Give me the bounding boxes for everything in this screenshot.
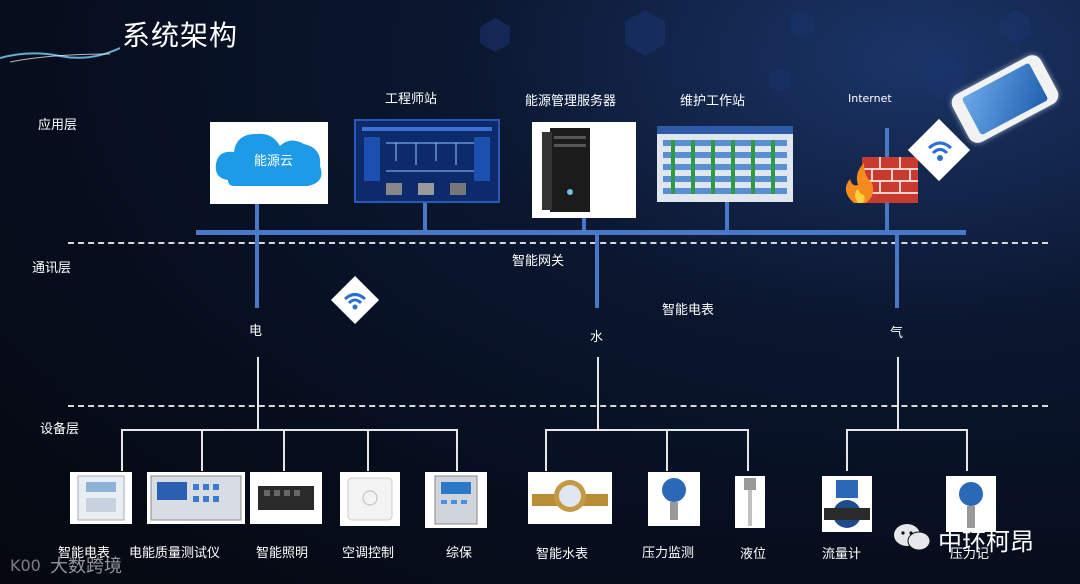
- device-label: 压力监测: [642, 546, 695, 561]
- tree-drop: [201, 429, 203, 471]
- page-title: 系统架构: [122, 19, 239, 52]
- tree-line: [545, 429, 749, 431]
- gateway-label: 智能网关: [512, 254, 565, 269]
- smart-lighting-image: [250, 472, 322, 524]
- bus-link-power: [255, 233, 259, 308]
- wifi-icon: [342, 290, 368, 312]
- branch-line: [257, 357, 259, 429]
- cloud-label: 能源云: [254, 154, 294, 169]
- device-label: 综保: [446, 546, 473, 561]
- device-label: 压力记: [950, 547, 990, 562]
- engineer-station-label: 工程师站: [385, 92, 438, 107]
- tree-line: [846, 429, 968, 431]
- server-node: [532, 122, 636, 218]
- tree-drop: [367, 429, 369, 471]
- bus-link: [582, 218, 586, 232]
- smart-meter-label: 智能电表: [662, 303, 715, 318]
- smartphone-icon: [948, 51, 1062, 147]
- bus-link-gas: [895, 233, 899, 308]
- ac-control-image: [340, 472, 400, 526]
- tree-drop: [545, 429, 547, 471]
- maint-station-screen: [657, 126, 793, 202]
- bus-link: [725, 200, 729, 232]
- device-label: 智能电表: [58, 546, 111, 561]
- layer-label-comm: 通讯层: [32, 261, 72, 276]
- tree-drop: [456, 429, 458, 471]
- server-label: 能源管理服务器: [525, 94, 617, 109]
- decor-hexagon: [625, 10, 665, 56]
- tree-line: [121, 429, 458, 431]
- flow-meter-image: [822, 476, 872, 532]
- branch-water-label: 水: [590, 330, 604, 345]
- power-quality-tester-image: [147, 472, 245, 524]
- layer-divider: [68, 405, 1048, 407]
- maint-station-label: 维护工作站: [680, 94, 746, 109]
- cloud-icon: [215, 133, 322, 186]
- internet-label: Internet: [848, 92, 892, 105]
- wechat-icon: [892, 522, 932, 552]
- device-label: 流量计: [822, 547, 862, 562]
- smart-water-meter-image: [528, 472, 612, 524]
- watermark-logo-icon: K00: [10, 553, 50, 577]
- branch-gas-label: 气: [890, 326, 904, 341]
- energy-cloud-node: 能源云: [210, 122, 328, 204]
- layer-divider: [68, 242, 1048, 244]
- tree-drop: [283, 429, 285, 471]
- device-label: 液位: [740, 547, 767, 562]
- tree-drop: [846, 429, 848, 471]
- bus-link: [255, 200, 259, 232]
- device-label: 智能照明: [256, 546, 309, 561]
- branch-line: [597, 357, 599, 429]
- watermark-left: 大数跨境: [50, 556, 122, 577]
- wifi-icon: [925, 138, 955, 164]
- watermark-right: 中环柯昂: [938, 528, 1034, 556]
- tree-drop: [747, 429, 749, 471]
- branch-power-label: 电: [249, 324, 263, 339]
- svg-text:K00: K00: [10, 556, 41, 575]
- decor-hexagon: [480, 18, 510, 52]
- tree-drop: [966, 429, 968, 471]
- network-bus: [196, 230, 966, 235]
- device-label: 电能质量测试仪: [129, 546, 221, 561]
- pressure-gauge-image: [946, 476, 996, 532]
- layer-label-device: 设备层: [40, 422, 80, 437]
- device-label: 智能水表: [536, 547, 589, 562]
- decor-hexagon: [1000, 10, 1030, 44]
- smart-electric-meter-image: [70, 472, 132, 524]
- firewall-icon: [840, 155, 920, 205]
- tree-drop: [121, 429, 123, 471]
- server-icon: [542, 128, 590, 212]
- bus-link: [423, 200, 427, 232]
- bus-link-water: [595, 233, 599, 308]
- device-label: 空调控制: [342, 546, 395, 561]
- light-streak: [0, 40, 121, 70]
- relay-protection-image: [425, 472, 487, 528]
- decor-hexagon: [770, 68, 790, 92]
- tree-drop: [666, 429, 668, 471]
- level-sensor-image: [735, 476, 765, 528]
- pressure-monitor-image: [648, 472, 700, 526]
- branch-line: [897, 357, 899, 429]
- decor-hexagon: [790, 10, 814, 38]
- engineer-station-screen: [354, 119, 500, 203]
- layer-label-app: 应用层: [38, 118, 78, 133]
